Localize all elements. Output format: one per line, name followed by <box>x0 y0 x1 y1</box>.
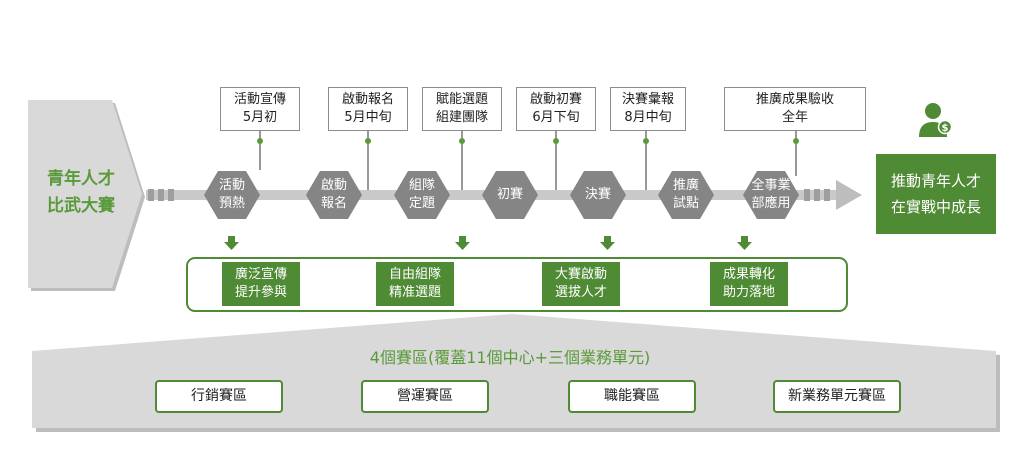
milestone-line1: 決賽彙報 <box>621 92 674 107</box>
stage-hexagon <box>743 171 799 219</box>
stage-label: 組隊 定題 <box>392 177 452 213</box>
program-name-line1: 青年人才 <box>47 169 115 189</box>
connector-dot <box>553 138 559 144</box>
highlight-tile: 成果轉化 助力落地 <box>710 262 788 306</box>
stage-label-line2: 定題 <box>408 196 435 211</box>
highlight-line2: 助力落地 <box>722 285 775 300</box>
outcome-box: 推動青年人才 在實戰中成長 <box>876 154 996 234</box>
stage-label-line1: 啟動 <box>320 178 347 193</box>
connector-dot <box>793 138 799 144</box>
highlight-line2: 精准選題 <box>388 285 441 300</box>
stage-label-line2: 預熱 <box>218 196 245 211</box>
zone-box: 行銷賽區 <box>155 380 283 413</box>
highlight-line1: 大賽啟動 <box>554 267 607 282</box>
stage-label-line1: 活動 <box>218 178 245 193</box>
milestone-line1: 推廣成果驗收 <box>755 92 834 107</box>
connector-dot <box>643 138 649 144</box>
down-arrow-icon <box>455 236 470 250</box>
left-chevron <box>28 100 142 288</box>
track-dash <box>158 189 164 201</box>
track-dash <box>804 189 810 201</box>
connector-dot <box>257 138 263 144</box>
highlight-line1: 自由組隊 <box>388 267 441 282</box>
milestone-line2: 6月下旬 <box>532 110 580 125</box>
svg-text:$: $ <box>942 123 949 134</box>
milestone-box: 活動宣傳 5月初 <box>220 87 300 131</box>
stage-hexagon <box>658 171 714 219</box>
program-name: 青年人才 比武大賽 <box>26 166 136 220</box>
milestone-line2: 5月初 <box>242 110 278 125</box>
stage-label-line1: 組隊 <box>408 178 435 193</box>
stage-label-line1: 決賽 <box>584 187 611 202</box>
milestone-line2: 5月中旬 <box>344 110 392 125</box>
stage-label-line1: 初賽 <box>496 187 523 202</box>
stage-label: 初賽 <box>480 186 540 204</box>
track-dash <box>814 189 820 201</box>
stage-label: 推廣 試點 <box>656 177 716 213</box>
outcome-line2: 在實戰中成長 <box>890 198 981 216</box>
milestone-line2: 組建團隊 <box>435 110 488 125</box>
stage-label: 決賽 <box>568 186 628 204</box>
highlight-line2: 提升參與 <box>234 285 287 300</box>
zone-box: 職能賽區 <box>568 380 696 413</box>
down-arrow-icon <box>600 236 615 250</box>
highlight-tile: 大賽啟動 選拔人才 <box>542 262 620 306</box>
milestone-box: 推廣成果驗收 全年 <box>724 87 866 131</box>
milestone-line1: 啟動初賽 <box>529 92 582 107</box>
track-dash <box>168 189 174 201</box>
person-money-icon: $ <box>919 103 953 137</box>
stage-label-line2: 試點 <box>672 196 699 211</box>
milestone-line2: 8月中旬 <box>624 110 672 125</box>
stage-label: 啟動 報名 <box>304 177 364 213</box>
base-title: 4個賽區(覆蓋11個中心+三個業務單元) <box>369 348 651 367</box>
highlight-line1: 廣泛宣傳 <box>234 267 287 282</box>
timeline-arrow-head <box>836 180 862 210</box>
stage-label-line2: 報名 <box>320 196 347 211</box>
down-arrow-icon <box>224 236 239 250</box>
down-arrow-icon <box>737 236 752 250</box>
stage-hexagon <box>570 171 626 219</box>
stage-hexagon <box>306 171 362 219</box>
stage-hexagon <box>204 171 260 219</box>
highlight-line2: 選拔人才 <box>554 285 607 300</box>
milestone-line1: 賦能選題 <box>435 92 488 107</box>
milestone-box: 賦能選題 組建團隊 <box>422 87 502 131</box>
outcome-line1: 推動青年人才 <box>890 172 981 190</box>
stage-hexagon <box>482 171 538 219</box>
milestone-box: 啟動報名 5月中旬 <box>328 87 408 131</box>
milestone-box: 決賽彙報 8月中旬 <box>610 87 686 131</box>
connector-dot <box>365 138 371 144</box>
milestone-line1: 啟動報名 <box>341 92 394 107</box>
stage-label: 全事業 部應用 <box>741 177 801 213</box>
program-name-line2: 比武大賽 <box>47 196 115 216</box>
track-dash <box>148 189 154 201</box>
stage-hexagon <box>394 171 450 219</box>
zone-box: 營運賽區 <box>361 380 489 413</box>
highlight-tile: 廣泛宣傳 提升參與 <box>222 262 300 306</box>
milestone-line2: 全年 <box>781 110 808 125</box>
stage-label-line1: 全事業 <box>751 178 791 193</box>
milestone-line1: 活動宣傳 <box>233 92 286 107</box>
highlight-line1: 成果轉化 <box>722 267 775 282</box>
track-dash <box>824 189 830 201</box>
stage-label: 活動 預熱 <box>202 177 262 213</box>
connector-dot <box>459 138 465 144</box>
highlights-container <box>186 257 848 312</box>
milestone-box: 啟動初賽 6月下旬 <box>516 87 596 131</box>
stage-label-line1: 推廣 <box>672 178 699 193</box>
stage-label-line2: 部應用 <box>751 196 791 211</box>
zone-box: 新業務單元賽區 <box>773 380 901 413</box>
highlight-tile: 自由組隊 精准選題 <box>376 262 454 306</box>
